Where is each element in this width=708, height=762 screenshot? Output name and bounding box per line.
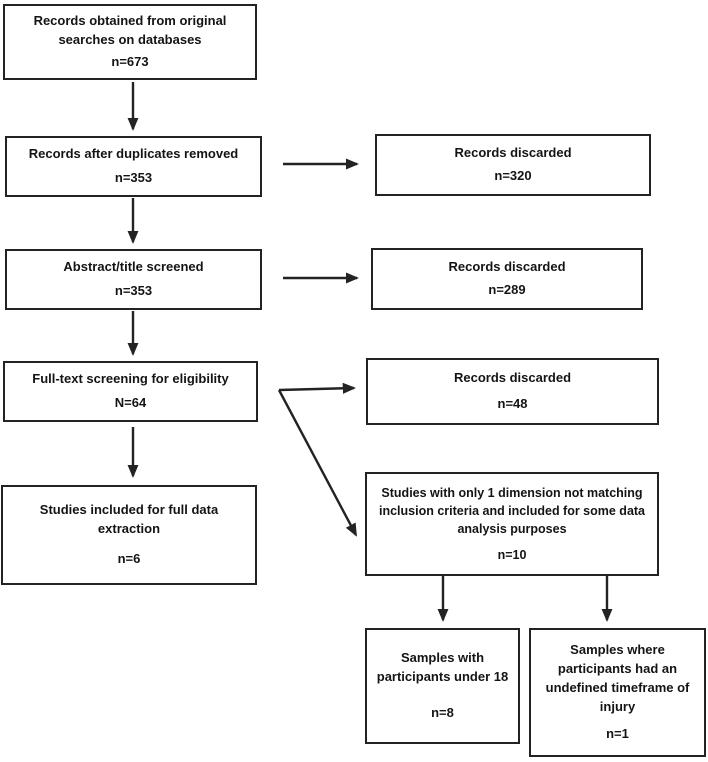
box-records-discarded-fulltext: Records discarded n=48 xyxy=(366,358,659,425)
box-label: Full-text screening for eligibility xyxy=(32,371,229,387)
arrow-fulltext-to-discarded xyxy=(278,382,356,394)
box-count: n=289 xyxy=(488,282,526,298)
box-label: Studies included for full data extractio… xyxy=(39,502,219,536)
box-studies-included: Studies included for full data extractio… xyxy=(1,485,257,585)
box-count: n=6 xyxy=(117,551,141,566)
box-one-dimension-studies: Studies with only 1 dimension not matchi… xyxy=(365,472,659,576)
box-samples-under-18: Samples with participants under 18 n=8 xyxy=(365,628,520,744)
box-label: Studies with only 1 dimension not matchi… xyxy=(378,486,646,537)
box-label: Records obtained from original searches … xyxy=(33,13,227,47)
box-label: Samples where participants had an undefi… xyxy=(545,642,690,714)
box-count: N=64 xyxy=(114,394,147,410)
box-records-after-duplicates: Records after duplicates removed n=353 xyxy=(5,136,262,197)
box-count: n=673 xyxy=(111,54,149,69)
box-label: Abstract/title screened xyxy=(63,259,204,275)
box-records-discarded-abstract: Records discarded n=289 xyxy=(371,248,643,310)
box-full-text-screening: Full-text screening for eligibility N=64 xyxy=(3,361,258,422)
box-count: n=1 xyxy=(606,725,629,741)
box-label: Records after duplicates removed xyxy=(28,146,239,162)
box-label: Records discarded xyxy=(454,144,572,160)
box-label: Records discarded xyxy=(453,370,572,386)
box-count: n=8 xyxy=(431,704,454,720)
box-count: n=353 xyxy=(114,169,153,185)
box-label: Samples with participants under 18 xyxy=(376,650,509,685)
box-count: n=10 xyxy=(497,547,527,562)
arrow-fulltext-to-one-dimension xyxy=(277,389,358,537)
box-records-obtained: Records obtained from original searches … xyxy=(3,4,257,80)
box-count: n=320 xyxy=(494,168,532,184)
box-count: n=48 xyxy=(497,395,528,411)
box-abstract-title-screened: Abstract/title screened n=353 xyxy=(5,249,262,310)
box-label: Records discarded xyxy=(448,258,566,274)
box-records-discarded-duplicates: Records discarded n=320 xyxy=(375,134,651,196)
box-samples-undefined-timeframe: Samples where participants had an undefi… xyxy=(529,628,706,757)
box-count: n=353 xyxy=(114,282,153,298)
